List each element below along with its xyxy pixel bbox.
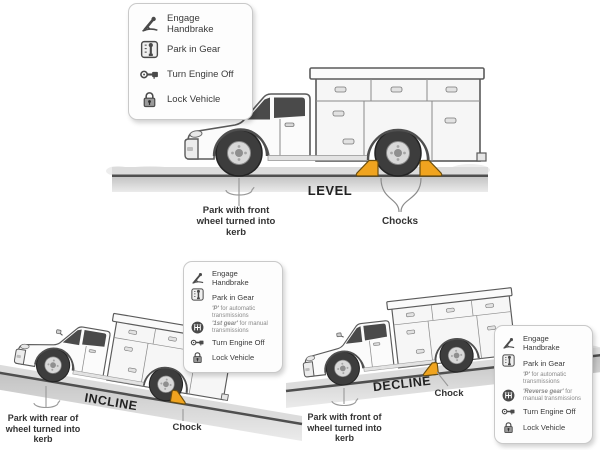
chocks-bracket [380, 177, 422, 213]
gearshift-icon [139, 39, 160, 60]
gearshift-icon [501, 353, 516, 368]
padlock-icon [139, 89, 160, 110]
handbrake-icon [190, 271, 205, 286]
decline-checklist: Engage Handbrake Park in Gear 'P' for au… [494, 325, 593, 444]
checklist-item-manual-gear: 'Reverse gear' for manual transmissions [501, 388, 586, 403]
incline-checklist: Engage Handbrake Park in Gear 'P' for au… [183, 261, 283, 373]
checklist-label: Lock Vehicle [167, 94, 221, 105]
checklist-label: Park in Gear [167, 44, 221, 55]
key-icon [190, 335, 205, 350]
checklist-item-engine: Turn Engine Off [190, 335, 276, 350]
checklist-label: Turn Engine Off [167, 69, 234, 80]
checklist-label: Turn Engine Off [212, 338, 265, 347]
checklist-label: Park in Gear [523, 359, 566, 369]
subtext-rest: for manual transmissions [523, 388, 582, 402]
padlock-icon [190, 350, 205, 365]
incline-chock-label: Chock [172, 422, 202, 433]
level-scene [106, 66, 490, 213]
checklist-subtext: '1st gear' for manual transmissions [212, 321, 276, 335]
checklist-item-handbrake: Engage Handbrake [501, 334, 586, 352]
checklist-label: Turn Engine Off [523, 406, 576, 416]
checklist-text: Park in Gear 'P' for automatic transmiss… [523, 353, 586, 386]
key-icon [501, 404, 516, 419]
wheel-pointer [225, 178, 255, 206]
wheel-chock [169, 389, 186, 405]
decline-chock-label: Chock [434, 388, 464, 399]
checklist-item-manual-gear: '1st gear' for manual transmissions [190, 320, 276, 335]
highlight-text: 'P' [212, 306, 219, 312]
level-checklist: Engage Handbrake Park in Gear Turn Engin… [128, 3, 253, 120]
subtext-rest: for manual transmissions [212, 321, 268, 334]
checklist-item-lock: Lock Vehicle [139, 89, 244, 110]
incline-scene [0, 297, 303, 441]
wheel-chock [422, 362, 440, 377]
checklist-text: Park in Gear 'P' for automatic transmiss… [212, 287, 276, 320]
checklist-item-gear: Park in Gear [139, 39, 244, 60]
checklist-label: Engage Handbrake [167, 13, 214, 35]
highlight-text: 'P' [523, 372, 530, 379]
wheel-pointer [33, 386, 61, 409]
subtext-rest: for automatic transmissions [212, 306, 256, 319]
handbrake-icon [139, 14, 160, 35]
level-road [112, 167, 488, 192]
checklist-subtext: 'P' for automatic transmissions [212, 306, 276, 320]
checklist-label: Lock Vehicle [212, 353, 255, 362]
checklist-item-handbrake: Engage Handbrake [139, 13, 244, 35]
checklist-label: Lock Vehicle [523, 423, 566, 432]
handbrake-icon [501, 336, 516, 351]
incline-wheel-note: Park with rear of wheel turned into kerb [5, 413, 81, 444]
padlock-icon [501, 420, 516, 435]
key-icon [139, 64, 160, 85]
checklist-item-engine: Turn Engine Off [501, 404, 586, 419]
highlight-text: '1st gear' [212, 321, 238, 327]
decline-wheel-note: Park with front of wheel turned into ker… [307, 412, 382, 443]
checklist-item-gear: Park in Gear 'P' for automatic transmiss… [190, 287, 276, 320]
gearshift-icon [190, 287, 205, 302]
wheel-chock [419, 159, 443, 177]
checklist-subtext: 'Reverse gear' for manual transmissions [523, 389, 586, 403]
level-wheel-note: Park with front wheel turned into kerb [196, 205, 276, 238]
checklist-item-lock: Lock Vehicle [190, 350, 276, 365]
subtext-rest: for automatic transmissions [523, 372, 567, 386]
wheel-pointer [331, 388, 359, 407]
highlight-text: 'Reverse gear' [523, 388, 564, 395]
checklist-item-gear: Park in Gear 'P' for automatic transmiss… [501, 353, 586, 386]
checklist-label: Park in Gear [212, 293, 255, 302]
manual-gear-icon [190, 320, 205, 335]
chock-pointer [436, 371, 449, 387]
level-title: LEVEL [307, 183, 353, 198]
checklist-subtext: 'P' for automatic transmissions [523, 372, 586, 386]
checklist-item-handbrake: Engage Handbrake [190, 269, 276, 287]
manual-gear-icon [501, 388, 516, 403]
checklist-item-lock: Lock Vehicle [501, 420, 586, 435]
checklist-label: Engage Handbrake [212, 269, 249, 287]
level-chock-label: Chocks [381, 216, 419, 227]
wheel-chock [355, 159, 379, 177]
checklist-item-engine: Turn Engine Off [139, 64, 244, 85]
checklist-label: Engage Handbrake [523, 334, 560, 352]
